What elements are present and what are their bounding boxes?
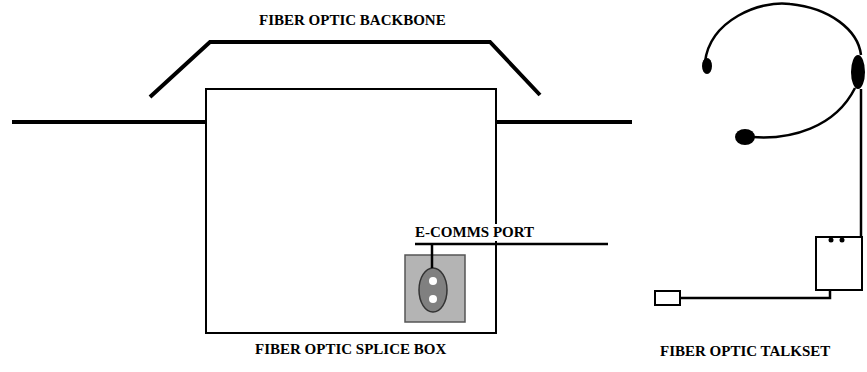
box-title: FIBER OPTIC SPLICE BOX: [253, 341, 448, 358]
part-label: E-COMMS PORT: [413, 224, 536, 241]
part-label: FIBER OPTIC BACKBONE: [257, 12, 448, 29]
splice-box: FIBER OPTIC SPLICE BOX: [205, 88, 497, 334]
port-leader: [415, 244, 608, 268]
part-label: FIBER OPTIC TALKSET: [658, 343, 832, 360]
talkset-figure: [655, 3, 865, 305]
fiber-backbone: [12, 42, 632, 122]
e-comms-port: [405, 255, 465, 322]
